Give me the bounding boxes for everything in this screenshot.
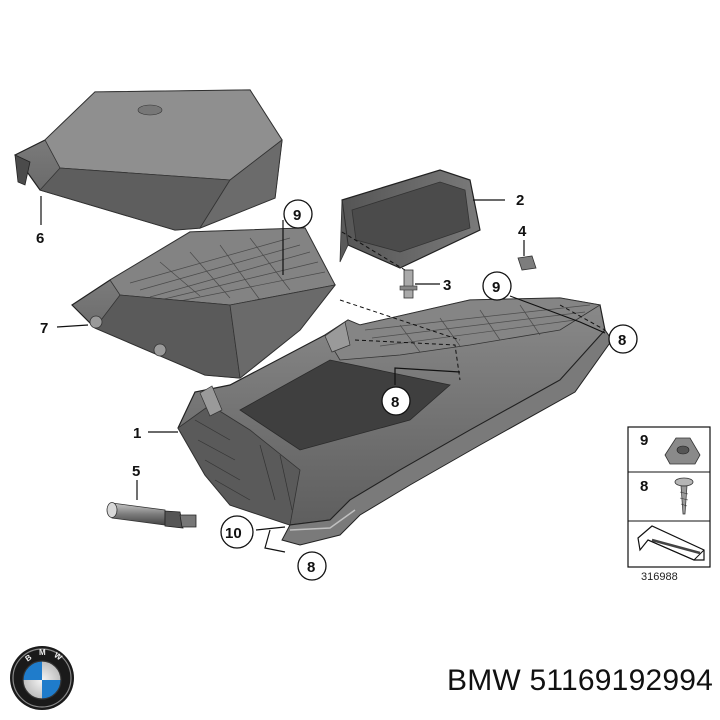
part-tray-frame — [71, 227, 336, 379]
callout-labels: 1 2 3 4 5 6 7 9 9 8 8 10 8 — [36, 192, 638, 581]
screw-icon — [674, 477, 694, 515]
part-small-bin — [339, 169, 481, 269]
leader-lines — [40, 196, 606, 553]
callout-6: 6 — [36, 230, 44, 247]
diagram-id: 316988 — [641, 571, 678, 583]
callout-9-right: 9 — [492, 279, 500, 296]
part-fastener — [517, 255, 537, 271]
part-upper-cover — [14, 89, 283, 231]
callout-5: 5 — [132, 463, 140, 480]
part-caption: BMW 51169192994 — [368, 664, 713, 698]
legend-number-9: 9 — [640, 432, 648, 449]
callout-2: 2 — [516, 192, 524, 209]
clip-nut-icon — [664, 437, 701, 465]
callout-3: 3 — [443, 277, 451, 294]
svg-text:B: B — [24, 653, 34, 664]
part-damper — [106, 502, 197, 529]
callout-8-right: 8 — [618, 332, 626, 349]
callout-9-top: 9 — [293, 207, 301, 224]
svg-text:W: W — [52, 651, 64, 663]
brand-name: BMW — [447, 664, 521, 697]
callout-7: 7 — [40, 320, 48, 337]
dashed-leaders — [339, 231, 606, 381]
legend-number-8: 8 — [640, 478, 648, 495]
part-number: 51169192994 — [529, 664, 713, 697]
callout-1: 1 — [133, 425, 141, 442]
fastener-legend: 9 8 316988 — [627, 426, 711, 583]
svg-text:M: M — [39, 648, 46, 657]
callout-4: 4 — [518, 223, 527, 240]
insert-direction-icon — [637, 525, 705, 561]
callout-8-bottom: 8 — [307, 559, 315, 576]
bmw-logo: B M W — [10, 646, 74, 710]
callout-10: 10 — [225, 525, 242, 542]
part-clip — [399, 269, 418, 299]
callout-8-center: 8 — [391, 394, 399, 411]
